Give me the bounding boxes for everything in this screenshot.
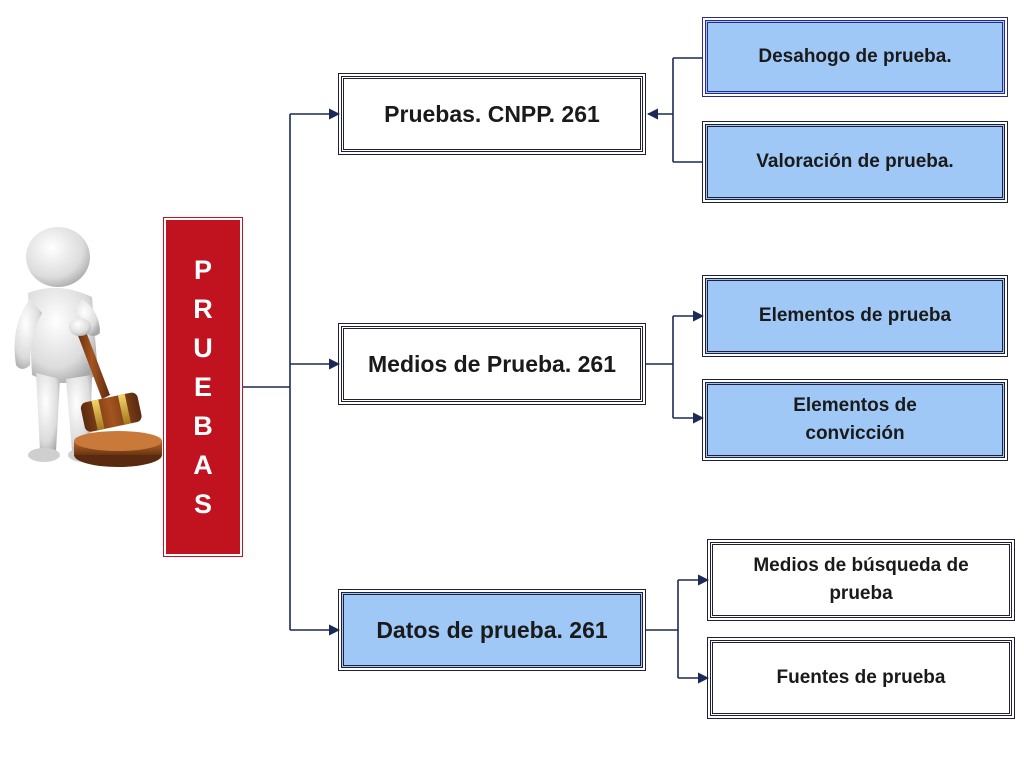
root-letter: B — [193, 410, 213, 441]
root-letter: P — [193, 254, 212, 285]
root-letter: A — [193, 449, 213, 480]
node-label: Pruebas. CNPP. 261 — [384, 100, 600, 127]
person-with-gavel-icon — [14, 227, 162, 467]
node-valoracion-de-prueba: Valoración de prueba. — [702, 121, 1008, 203]
node-pruebas-cnpp: Pruebas. CNPP. 261 — [338, 73, 646, 155]
node-elementos-de-conviccion: Elementos de convicción — [702, 379, 1008, 461]
node-desahogo-de-prueba: Desahogo de prueba. — [702, 17, 1008, 97]
node-fuentes-de-prueba: Fuentes de prueba — [707, 637, 1015, 719]
node-label: Elementos de convicción — [793, 395, 917, 444]
node-label: Fuentes de prueba — [776, 667, 946, 688]
node-label: Desahogo de prueba. — [758, 46, 952, 67]
node-label: Medios de Prueba. 261 — [368, 350, 616, 377]
node-label: Valoración de prueba. — [756, 151, 954, 172]
root-letter: U — [193, 332, 213, 363]
node-elementos-de-prueba: Elementos de prueba — [702, 275, 1008, 357]
root-letter: E — [193, 371, 212, 402]
node-label: Datos de prueba. 261 — [376, 616, 608, 643]
root-letter: S — [193, 488, 212, 519]
root-letter: R — [193, 293, 213, 324]
node-medios-de-prueba: Medios de Prueba. 261 — [338, 323, 646, 405]
node-label: Medios de búsqueda de prueba — [753, 555, 969, 604]
node-medios-de-busqueda: Medios de búsqueda de prueba — [707, 539, 1015, 621]
node-label: Elementos de prueba — [758, 305, 952, 326]
root-node-pruebas: P R U E B A S — [163, 217, 243, 557]
node-datos-de-prueba: Datos de prueba. 261 — [338, 589, 646, 671]
